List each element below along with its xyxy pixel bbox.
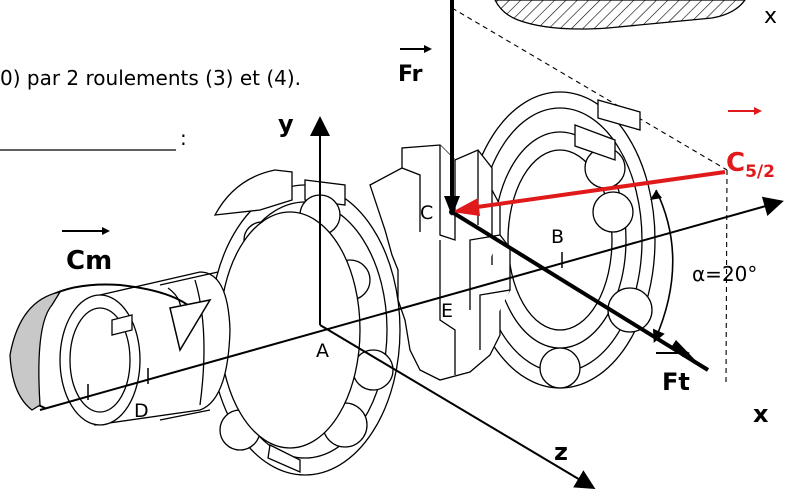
bearing-front [209, 169, 401, 476]
fr-label: Fr [398, 62, 423, 87]
cm-label: Cm [66, 246, 113, 276]
axes [39, 116, 784, 490]
c52-sub: 5/2 [745, 162, 775, 183]
axis-ticks [87, 252, 563, 400]
cm-torque-band [9, 291, 62, 411]
housing-hatched [494, 0, 746, 30]
cm-torque-head [169, 298, 212, 352]
blank-colon: : [180, 126, 187, 150]
z-axis-label: z [554, 438, 568, 466]
y-axis-label: y [278, 110, 294, 138]
c52-vector-arrow [728, 107, 762, 115]
point-d-label: D [134, 400, 149, 422]
point-b-label: B [551, 226, 565, 248]
point-c-marker [449, 209, 455, 215]
point-c-label: C [420, 202, 434, 224]
z-axis-line [319, 324, 596, 490]
c52-label: C5/2 [726, 150, 775, 181]
x-axis-line [39, 196, 784, 411]
c52-main: C [726, 148, 746, 178]
point-a-label: A [316, 340, 329, 362]
c52-force-line [469, 170, 726, 210]
ft-label: Ft [662, 368, 690, 396]
corner-x-label: x [764, 4, 778, 29]
alpha-arc [652, 189, 674, 343]
ft-force-line [450, 210, 710, 372]
alpha-label: α=20° [692, 262, 758, 286]
cm-vector-arrow [62, 227, 110, 235]
point-e-label: E [441, 300, 454, 322]
ft-vector-arrow [656, 349, 690, 357]
fr-vector-arrow [400, 45, 432, 53]
x-axis-label: x [753, 400, 769, 428]
shaft [59, 271, 231, 426]
statement-fragment: 0) par 2 roulements (3) et (4). [0, 66, 302, 90]
